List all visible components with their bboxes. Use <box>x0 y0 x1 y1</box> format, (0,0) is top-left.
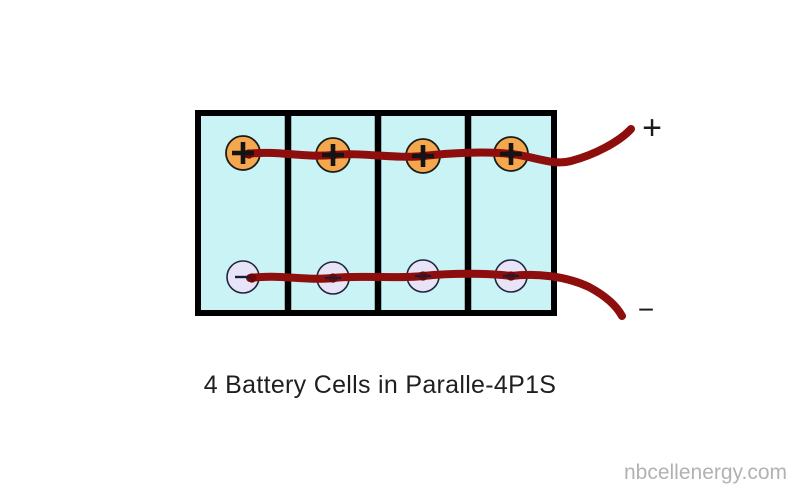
plus-icons <box>232 142 522 167</box>
plus-icon <box>500 143 522 165</box>
plus-icon <box>322 144 344 166</box>
watermark: nbcellenergy.com <box>623 461 787 484</box>
negative-bus-wire <box>246 269 626 320</box>
positive-bus-wire <box>243 125 635 167</box>
wire-joint <box>247 273 257 283</box>
minus-icons <box>235 274 519 280</box>
positive-lead-label: + <box>642 109 662 147</box>
negative-lead-label: − <box>638 294 654 325</box>
diagram-caption: 4 Battery Cells in Paralle-4P1S <box>203 371 557 399</box>
plus-icon <box>232 142 254 164</box>
plus-icon <box>412 145 434 167</box>
